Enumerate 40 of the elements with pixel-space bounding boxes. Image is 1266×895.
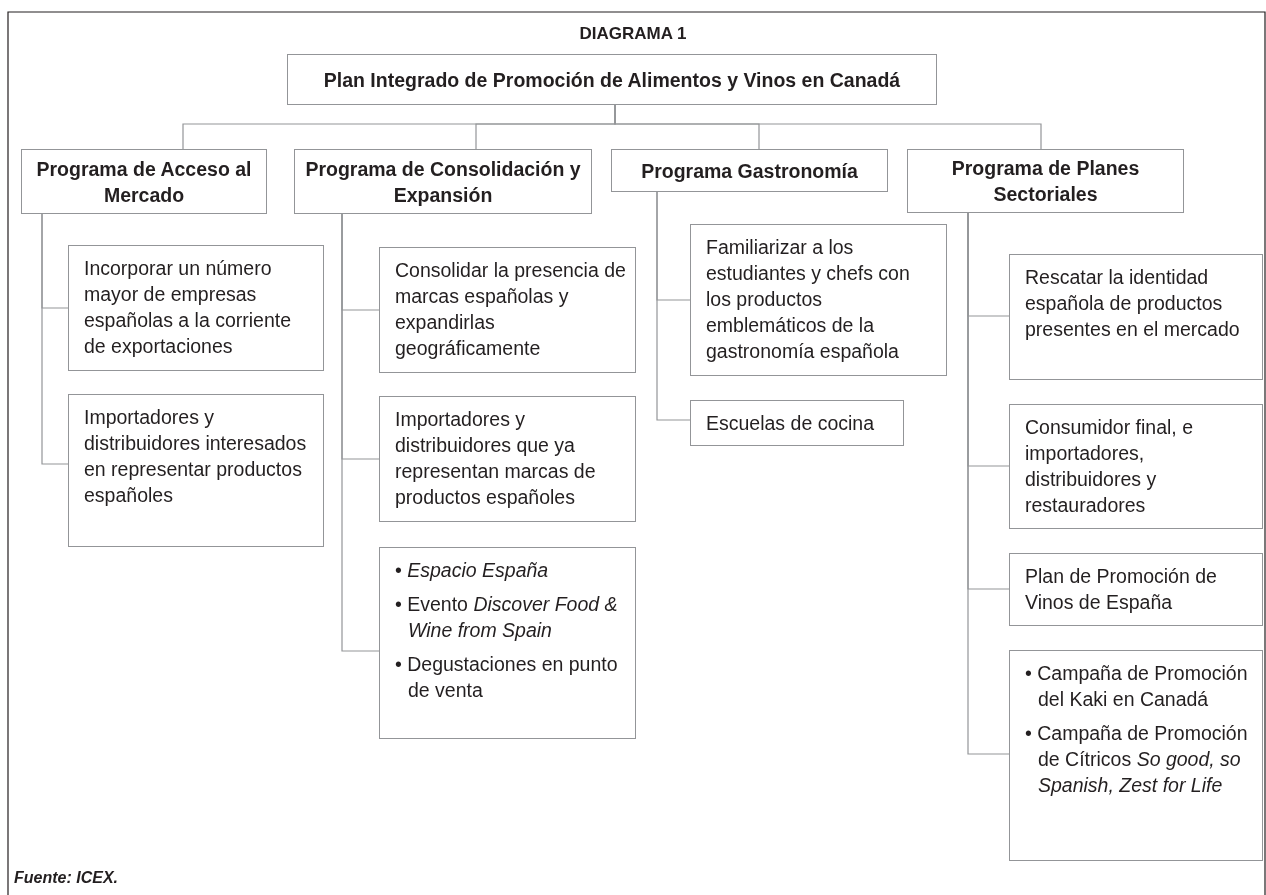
text-box [690, 400, 904, 446]
box-text: Rescatar la identidad española de productos presentes en el mercado [1025, 265, 1241, 342]
heading-text: Programa de Acceso al Mercado [35, 156, 253, 208]
text-box [379, 547, 636, 739]
text-box [1009, 650, 1263, 861]
text-box [611, 149, 888, 192]
bullet-item: • Espacio España [395, 558, 550, 583]
text-box [1009, 254, 1263, 380]
text-box [68, 394, 324, 547]
connector-line [41, 213, 69, 465]
heading-text: Programa de Planes Sectoriales [950, 156, 1141, 207]
text-box [68, 245, 324, 371]
box-text: Importadores y distribuidores interesados en representar productos españoles [84, 405, 308, 508]
text-box [907, 149, 1184, 213]
bullet-item: • Evento Discover Food & Wine from Spain [395, 592, 619, 643]
text-box [379, 396, 636, 522]
box-text: Escuelas de cocina [706, 411, 876, 436]
text-box [690, 224, 947, 376]
connector-line [656, 191, 691, 421]
box-text: Plan de Promoción de Vinos de España [1025, 564, 1218, 615]
bullet-item: • Campaña de Promoción de Cítricos So good, so Spanish, Zest for Life [1025, 721, 1249, 798]
box-text: Familiarizar a los estudiantes y chefs con los productos emblemáticos de la gastronomía española [706, 235, 911, 364]
box-text: Importadores y distribuidores que ya representan marcas de productos españoles [395, 407, 597, 510]
source-note: Fuente: ICEX. [14, 869, 118, 887]
box-text: Incorporar un número mayor de empresas españolas a la corriente de exportaciones [84, 256, 293, 359]
text-box [379, 247, 636, 373]
heading-text: Programa Gastronomía [641, 158, 858, 184]
text-box [287, 54, 937, 105]
text-box [294, 149, 592, 214]
bullet-item: • Campaña de Promoción del Kaki en Canadá [1025, 661, 1249, 712]
text-box [21, 149, 267, 214]
text-box [1009, 404, 1263, 529]
diagram-title: DIAGRAMA 1 [579, 24, 687, 43]
bullet-item: • Degustaciones en punto de venta [395, 652, 619, 703]
heading-text: Plan Integrado de Promoción de Alimentos y Vinos en Canadá [323, 67, 901, 93]
box-text: Consumidor final, e importadores, distribuidores y restauradores [1025, 415, 1194, 518]
connector-line [341, 213, 380, 652]
box-text: Consolidar la presencia de marcas españolas y expandirlas geográficamente [395, 258, 627, 361]
heading-text: Programa de Consolidación y Expansión [304, 156, 582, 208]
text-box [1009, 553, 1263, 626]
